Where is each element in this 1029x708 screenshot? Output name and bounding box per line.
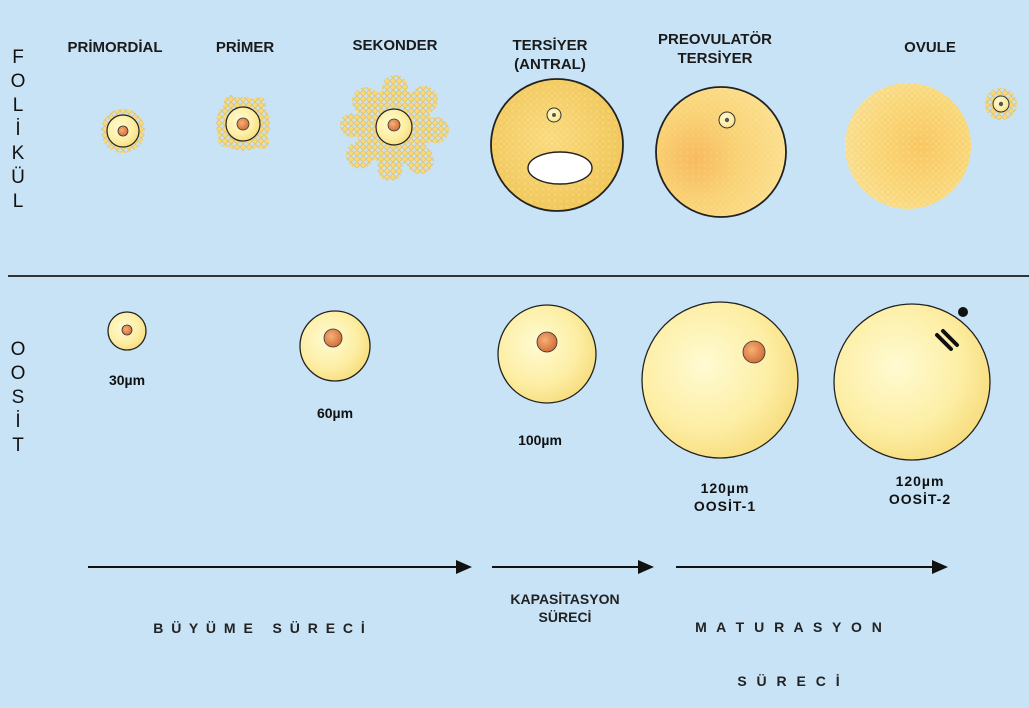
process-label-capacitation: KAPASİTASYON SÜRECİ — [490, 590, 640, 626]
process-label-growth: B Ü Y Ü M E S Ü R E C İ — [120, 583, 400, 655]
arrow-maturation — [676, 560, 948, 574]
size-label-100um: 100µm — [500, 431, 580, 449]
size-label-30um: 30µm — [97, 371, 157, 389]
stage-label-ovule: OVULE — [880, 38, 980, 57]
process-label-maturation: M A T U R A S Y O N S Ü R E C İ — [690, 582, 890, 708]
stage-label-secondary: SEKONDER — [330, 36, 460, 55]
primordial-follicle — [101, 109, 145, 153]
stage-label-preovulatory: PREOVULATÖR TERSİYER — [640, 30, 790, 68]
stage-label-primary: PRİMER — [195, 38, 295, 57]
size-label-60um: 60µm — [300, 404, 370, 422]
oocyte-60um — [300, 311, 370, 381]
side-label-follicle: F O L İ K Ü L — [8, 46, 28, 214]
arrow-capacitation — [492, 560, 654, 574]
oocyte-120um-secondary — [834, 304, 990, 460]
size-label-120um-oocyte1: 120µm OOSİT-1 — [675, 479, 775, 515]
size-label-120um-oocyte2: 120µm OOSİT-2 — [870, 472, 970, 508]
secondary-follicle — [340, 75, 449, 181]
side-label-oocyte: O O S İ T — [8, 338, 28, 458]
ovulated-follicle — [845, 83, 1017, 209]
tertiary-antral-follicle — [491, 79, 623, 211]
diagram-art — [0, 0, 1029, 636]
stage-label-primordial: PRİMORDİAL — [50, 38, 180, 57]
antrum — [528, 152, 592, 184]
oocyte-30um — [108, 312, 146, 350]
oocyte-100um — [498, 305, 596, 403]
oocyte-120um-primary — [642, 302, 798, 458]
row-divider — [8, 275, 1029, 277]
primary-follicle — [216, 95, 270, 151]
preovulatory-follicle — [656, 87, 786, 217]
stage-label-tertiary: TERSİYER (ANTRAL) — [485, 36, 615, 74]
polar-body — [958, 307, 968, 317]
arrow-growth — [88, 560, 472, 574]
